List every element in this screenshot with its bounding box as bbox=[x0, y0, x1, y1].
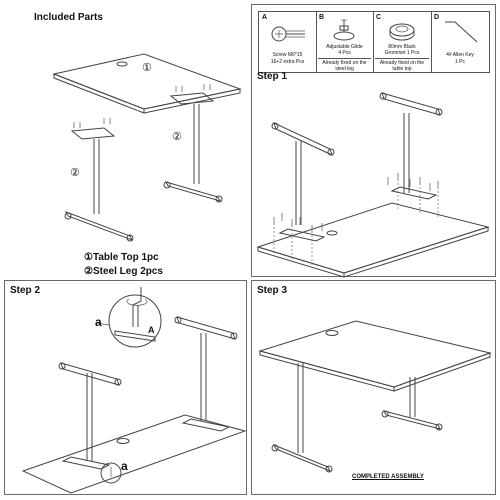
hardware-qty-c: Grommet 1 Pcs bbox=[384, 50, 420, 56]
hardware-name-a: Screw M6*15 bbox=[272, 52, 303, 58]
hardware-cell-d: D 4# Allen Key 1 Pc bbox=[431, 12, 489, 72]
step-3-caption: COMPLETED ASSEMBLY bbox=[352, 474, 424, 480]
hardware-qty-a: 16+2 extra Pcs bbox=[270, 59, 305, 65]
step-2-title: Step 2 bbox=[10, 285, 41, 296]
hardware-cell-b: B Adjustable Glide 4 Pcs Already fixed o… bbox=[316, 12, 374, 72]
hardware-qty-d: 1 Pc bbox=[454, 59, 465, 65]
hardware-letter-d: D bbox=[434, 14, 440, 21]
glide-icon bbox=[333, 19, 355, 41]
hardware-cell-c: C 80mm Black Grommet 1 Pcs Already fixed… bbox=[373, 12, 432, 72]
hardware-note-c: Already fixed on the table top bbox=[375, 58, 429, 72]
step-2-drawing bbox=[21, 287, 247, 494]
hardware-letter-b: B bbox=[319, 14, 325, 21]
hardware-qty-b: 4 Pcs bbox=[338, 50, 351, 56]
included-parts-title: Included Parts bbox=[34, 12, 103, 23]
step-2-label-A: A bbox=[148, 325, 155, 335]
steel-leg-marker-left: ② bbox=[70, 167, 80, 179]
grommet-icon bbox=[389, 23, 415, 41]
step-2-label-a-top: a bbox=[95, 315, 102, 329]
hardware-table: A Screw M6*15 16+2 extra Pcs B Adjustabl… bbox=[258, 11, 490, 73]
panel-step-3: Step 3 COMPLETED ASSEMBLY bbox=[251, 280, 496, 495]
step-3-title: Step 3 bbox=[257, 285, 288, 296]
hardware-name-d: 4# Allen Key bbox=[446, 52, 474, 58]
legend-table-top: ①Table Top 1pc bbox=[84, 252, 159, 263]
step-2-label-a-bottom: a bbox=[121, 459, 128, 473]
hardware-cell-a: A Screw M6*15 16+2 extra Pcs bbox=[259, 12, 317, 72]
table-top-marker: ① bbox=[142, 62, 152, 74]
hardware-letter-a: A bbox=[262, 14, 268, 21]
panel-included-parts: Included Parts ① ② ② ①Table Top 1pc ②Ste… bbox=[4, 4, 247, 277]
legend-steel-leg: ②Steel Leg 2pcs bbox=[84, 266, 163, 277]
steel-leg-marker-right: ② bbox=[172, 131, 182, 143]
hardware-note-b: Already fixed on the steel leg bbox=[318, 58, 371, 72]
allen-key-icon bbox=[445, 21, 478, 43]
step-3-drawing bbox=[258, 320, 492, 473]
hardware-name-c: 80mm Black bbox=[388, 44, 416, 50]
panel-step-2: Step 2 a A a bbox=[4, 280, 247, 495]
screw-icon bbox=[271, 26, 305, 42]
step-1-title: Step 1 bbox=[257, 71, 288, 82]
step-1-drawing bbox=[256, 92, 490, 278]
hardware-name-b: Adjustable Glide bbox=[326, 44, 363, 50]
included-parts-drawing bbox=[52, 53, 242, 242]
panel-step-1: A Screw M6*15 16+2 extra Pcs B Adjustabl… bbox=[251, 4, 496, 278]
hardware-letter-c: C bbox=[376, 14, 382, 21]
